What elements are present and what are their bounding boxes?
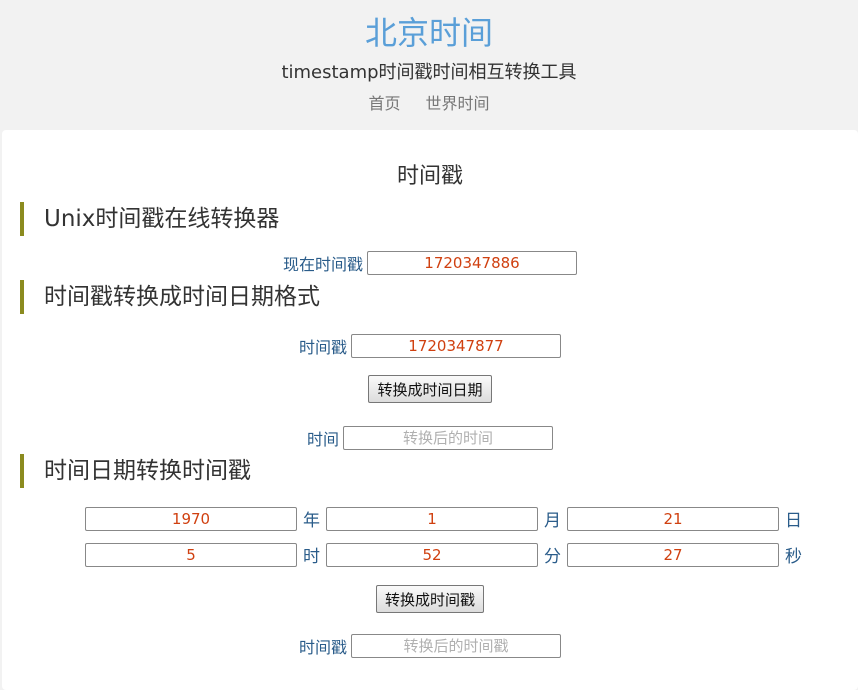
main-card: 时间戳 Unix时间戳在线转换器 现在时间戳 时间戳转换成时间日期格式 时间戳 … — [2, 130, 858, 690]
current-timestamp-row: 现在时间戳 — [2, 251, 858, 275]
current-timestamp-input[interactable] — [367, 251, 577, 275]
hour-input[interactable] — [85, 542, 297, 567]
converted-timestamp-output[interactable] — [351, 634, 561, 658]
second-input[interactable] — [567, 542, 779, 567]
section-heading-ts-to-date: 时间戳转换成时间日期格式 — [20, 280, 320, 314]
year-input[interactable] — [85, 506, 297, 531]
converted-timestamp-row: 时间戳 — [2, 634, 858, 658]
top-nav: 首页 世界时间 — [0, 94, 858, 114]
page-header: 北京时间 timestamp时间戳时间相互转换工具 首页 世界时间 — [0, 0, 858, 130]
minute-input[interactable] — [326, 542, 538, 567]
site-subtitle: timestamp时间戳时间相互转换工具 — [281, 62, 577, 83]
convert-to-date-row: 转换成时间日期 — [2, 375, 858, 403]
convert-to-timestamp-button[interactable]: 转换成时间戳 — [375, 585, 484, 613]
section-heading-unix-converter: Unix时间戳在线转换器 — [20, 202, 279, 236]
nav-home-link[interactable]: 首页 — [368, 94, 401, 113]
converted-timestamp-label: 时间戳 — [298, 638, 347, 657]
timestamp-input-row: 时间戳 — [2, 334, 858, 358]
date-row: 年 月 日 — [85, 506, 808, 531]
month-input[interactable] — [326, 506, 538, 531]
site-title[interactable]: 北京时间 — [364, 14, 493, 52]
hour-unit-label: 时 — [303, 547, 320, 567]
convert-to-timestamp-row: 转换成时间戳 — [2, 585, 858, 613]
converted-time-row: 时间 — [2, 426, 858, 450]
timestamp-input[interactable] — [351, 334, 561, 358]
second-unit-label: 秒 — [785, 547, 802, 567]
minute-unit-label: 分 — [544, 547, 561, 567]
section-heading-date-to-ts: 时间日期转换时间戳 — [20, 454, 251, 488]
date-fields-grid: 年 月 日 时 分 秒 — [85, 506, 808, 578]
year-unit-label: 年 — [303, 511, 320, 531]
time-row: 时 分 秒 — [85, 542, 808, 567]
convert-to-date-button[interactable]: 转换成时间日期 — [368, 375, 492, 403]
nav-world-time-link[interactable]: 世界时间 — [425, 94, 490, 113]
converted-time-output[interactable] — [343, 426, 553, 450]
page-title: 时间戳 — [396, 164, 463, 189]
month-unit-label: 月 — [544, 511, 561, 531]
timestamp-label: 时间戳 — [298, 338, 347, 357]
day-input[interactable] — [567, 506, 779, 531]
day-unit-label: 日 — [785, 511, 802, 531]
converted-time-label: 时间 — [306, 430, 339, 449]
current-timestamp-label: 现在时间戳 — [282, 255, 363, 274]
